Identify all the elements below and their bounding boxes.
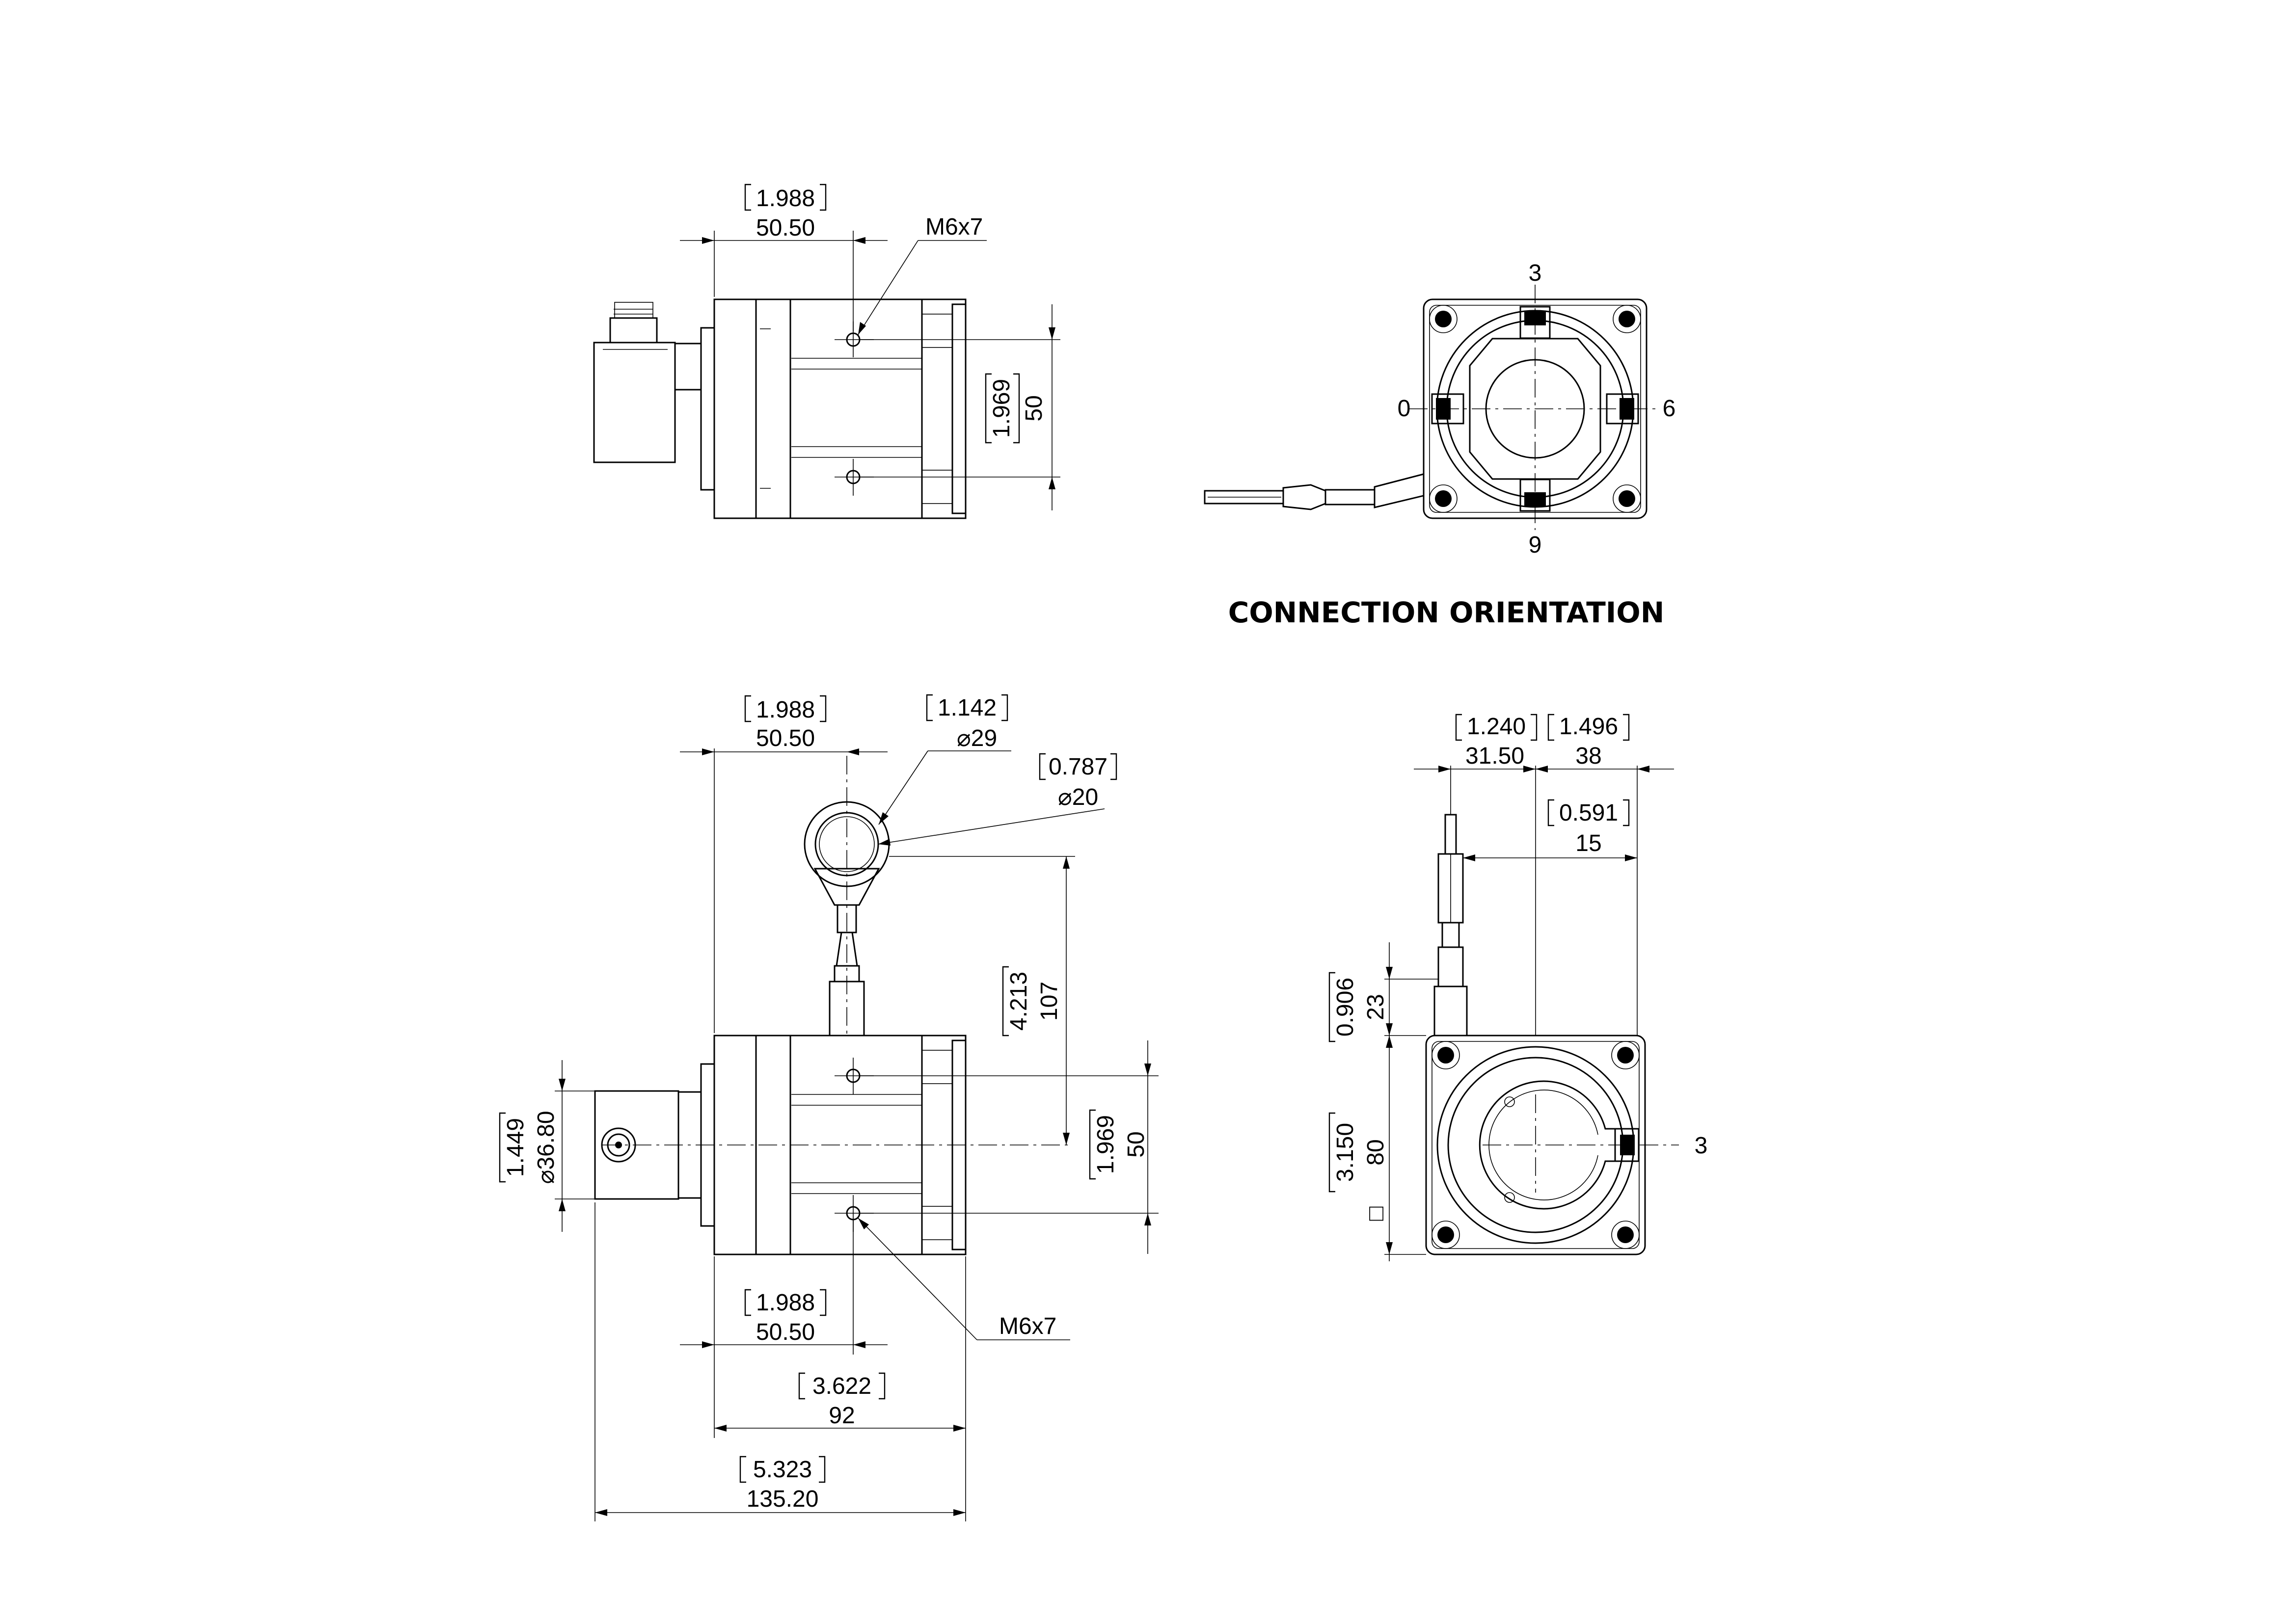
bottom-top-width-inch: 1.988 xyxy=(756,697,815,723)
bottom-top-width-mm: 50.50 xyxy=(756,725,815,751)
front-view: 1.240 31.50 1.496 38 0.591 15 0.906 23 3… xyxy=(1328,714,1708,1261)
bottom-spacing-inch: 1.969 xyxy=(1093,1115,1119,1174)
offset-a-inch: 1.240 xyxy=(1467,714,1526,740)
overall-length-mm: 135.20 xyxy=(747,1486,819,1512)
body-length-inch: 3.622 xyxy=(812,1373,871,1399)
cable-offset-inch: 0.591 xyxy=(1559,800,1618,826)
cable-height-inch: 0.906 xyxy=(1332,978,1358,1037)
ring-height-mm: 107 xyxy=(1036,982,1062,1021)
orientation-pos-top: 3 xyxy=(1529,260,1542,286)
bottom-width-inch: 1.988 xyxy=(756,1290,815,1316)
front-position-label: 3 xyxy=(1695,1133,1708,1159)
top-spacing-mm: 50 xyxy=(1021,395,1047,421)
top-width-inch: 1.988 xyxy=(756,186,815,212)
square-symbol: □ xyxy=(1363,1207,1389,1221)
bottom-thread-label: M6x7 xyxy=(999,1313,1056,1339)
cable-offset-mm: 15 xyxy=(1575,830,1601,856)
ring-height-inch: 4.213 xyxy=(1006,972,1032,1031)
ring-outer-inch: 1.142 xyxy=(938,695,997,721)
ring-inner-mm: ⌀20 xyxy=(1058,784,1098,810)
bottom-side-view: 1.988 50.50 1.142 ⌀29 0.787 ⌀20 4.213 10… xyxy=(499,694,1159,1521)
offset-b-mm: 38 xyxy=(1575,743,1601,769)
orientation-pos-left: 0 xyxy=(1398,396,1411,422)
bottom-spacing-mm: 50 xyxy=(1123,1131,1149,1157)
top-width-mm: 50.50 xyxy=(756,215,815,241)
ring-outer-mm: ⌀29 xyxy=(957,725,997,751)
overall-length-inch: 5.323 xyxy=(753,1457,812,1483)
ring-inner-inch: 0.787 xyxy=(1049,754,1107,780)
offset-a-mm: 31.50 xyxy=(1465,743,1524,769)
top-spacing-inch: 1.969 xyxy=(989,379,1015,438)
square-inch: 3.150 xyxy=(1332,1123,1358,1182)
orientation-pos-right: 6 xyxy=(1663,396,1676,422)
orientation-pos-bottom: 9 xyxy=(1529,532,1542,558)
connector-dia-mm: ⌀36.80 xyxy=(533,1111,559,1184)
connection-orientation-caption: CONNECTION ORIENTATION xyxy=(1228,596,1664,629)
cable-height-mm: 23 xyxy=(1363,994,1389,1020)
bottom-width-mm: 50.50 xyxy=(756,1319,815,1345)
top-side-view: 1.988 50.50 M6x7 1.969 50 xyxy=(593,184,1060,519)
offset-b-inch: 1.496 xyxy=(1559,714,1618,740)
connector-dia-inch: 1.449 xyxy=(503,1118,529,1177)
orientation-view: 3 0 6 9 CONNECTION ORIENTATION xyxy=(1204,260,1676,629)
square-mm: 80 xyxy=(1363,1139,1389,1165)
body-length-mm: 92 xyxy=(829,1403,855,1429)
top-thread-label: M6x7 xyxy=(925,214,983,240)
